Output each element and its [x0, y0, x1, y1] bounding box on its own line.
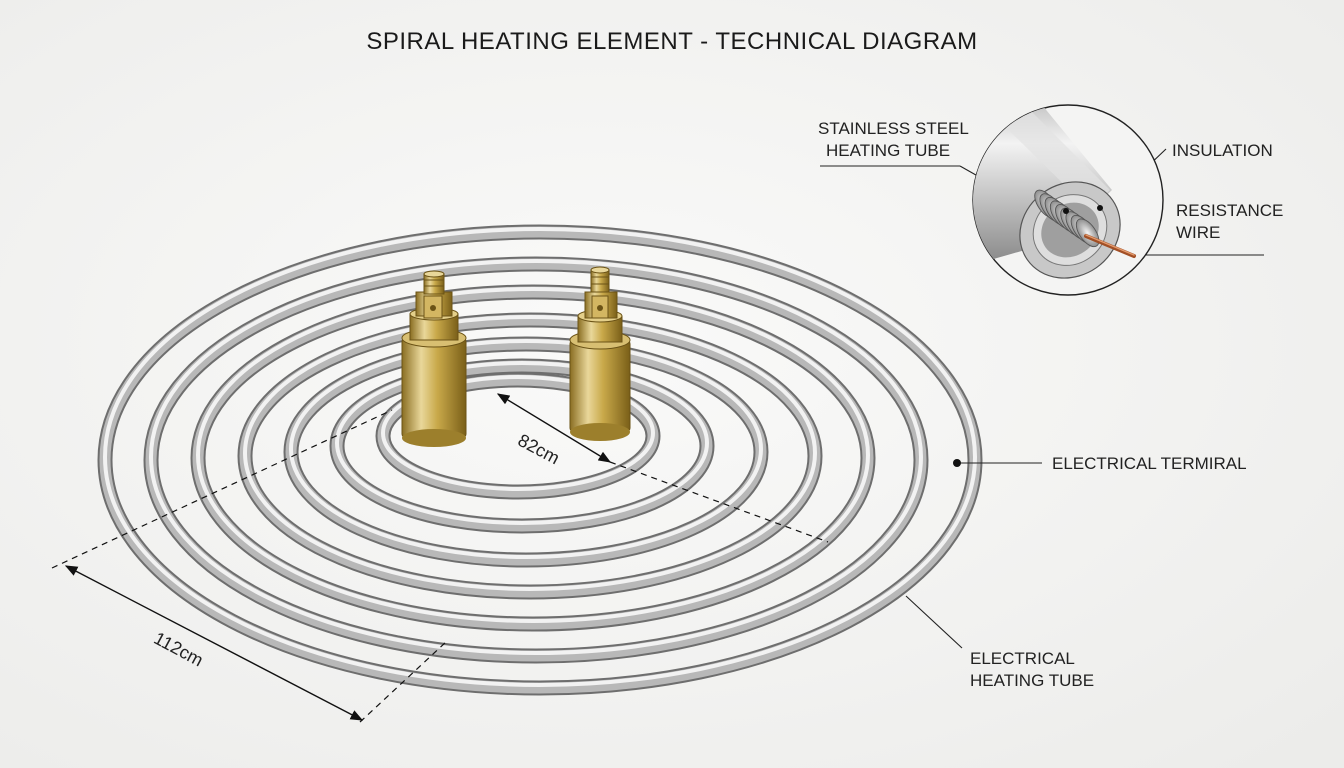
- outer-dim-extension-bottom: [359, 641, 447, 723]
- label-resistance-line2: WIRE: [1176, 223, 1221, 242]
- label-electrical-terminal: ELECTRICAL TERMIRAL: [1052, 454, 1247, 473]
- inner-dim-extension: [609, 461, 829, 543]
- spiral-coil: [97, 224, 983, 696]
- inner-dim-arrow: [496, 393, 612, 463]
- coil-ring: [375, 372, 661, 500]
- coil-ring: [329, 358, 715, 534]
- label-stainless-line1: STAINLESS STEEL: [818, 119, 969, 138]
- coil-ring: [97, 224, 983, 696]
- coil-ring: [143, 256, 929, 664]
- label-resistance-wire: RESISTANCE WIRE: [1176, 200, 1283, 244]
- label-stainless-line2: HEATING TUBE: [826, 141, 951, 160]
- label-electrical-heating-tube: ELECTRICAL HEATING TUBE: [970, 648, 1094, 692]
- label-resistance-line1: RESISTANCE: [1176, 201, 1284, 220]
- coil-ring: [283, 336, 769, 568]
- label-heating-tube-line1: ELECTRICAL: [970, 649, 1075, 668]
- coil-ring: [190, 284, 876, 632]
- resistance-coil: [1034, 189, 1100, 248]
- page-title: SPIRAL HEATING ELEMENT - TECHNICAL DIAGR…: [366, 28, 978, 55]
- leader-terminal-dot: [953, 459, 961, 467]
- cross-section-zoom: [972, 104, 1164, 296]
- coil-ring: [237, 312, 823, 600]
- label-insulation: INSULATION: [1172, 141, 1273, 160]
- outer-dim-arrow: [64, 565, 364, 721]
- outer-dim-extension-top: [51, 409, 393, 569]
- label-stainless-steel-tube: STAINLESS STEEL HEATING TUBE: [818, 118, 969, 162]
- leader-heating-tube: [905, 595, 963, 649]
- terminal-left: [401, 270, 467, 447]
- label-heating-tube-line2: HEATING TUBE: [970, 671, 1095, 690]
- dimension-lines: [51, 393, 829, 723]
